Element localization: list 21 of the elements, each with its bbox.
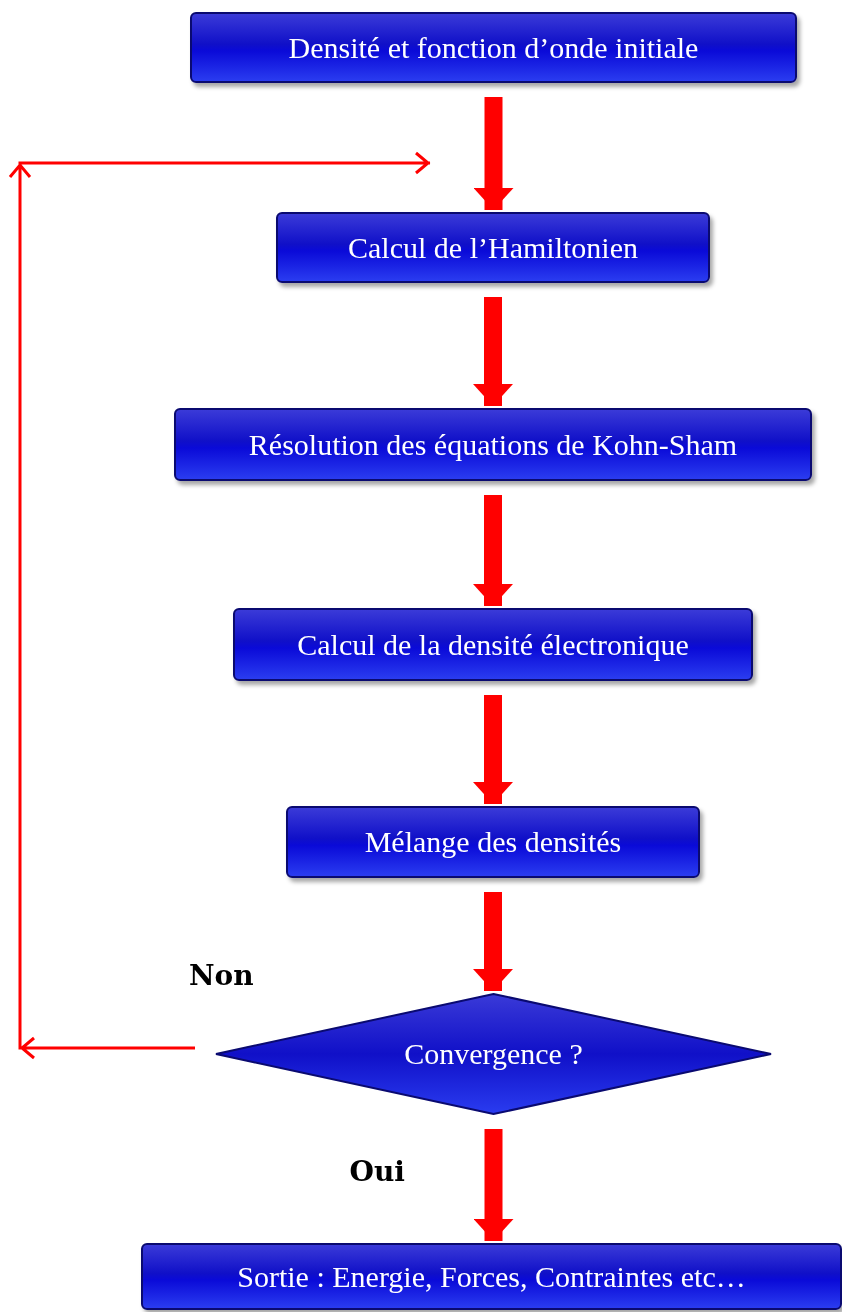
- process-box: [286, 806, 700, 878]
- arrow: [473, 695, 513, 804]
- process-box: [174, 408, 812, 481]
- arrow: [473, 495, 513, 606]
- decision-diamond: [215, 993, 772, 1115]
- arrow: [473, 1129, 514, 1241]
- step-text: Mélange des densités: [364, 825, 622, 859]
- arrow: [473, 892, 513, 991]
- process-box: [190, 12, 797, 83]
- step-text: Calcul de la densité électronique: [297, 627, 689, 662]
- step-text: Résolution des équations de Kohn-Sham: [248, 427, 738, 462]
- arrow: [473, 97, 514, 210]
- step-text: Sortie : Energie, Forces, Contraintes etc…: [237, 1259, 746, 1294]
- step-text: Densité et fonction d’onde initiale: [288, 30, 699, 65]
- loop-arrow: [8, 151, 432, 1060]
- step-text: Convergence ?: [404, 1037, 583, 1071]
- process-box: [141, 1243, 842, 1310]
- step-text: Calcul de l’Hamiltonien: [348, 230, 638, 265]
- arrow: [473, 297, 513, 406]
- process-box: [233, 608, 753, 681]
- process-box: [276, 212, 710, 283]
